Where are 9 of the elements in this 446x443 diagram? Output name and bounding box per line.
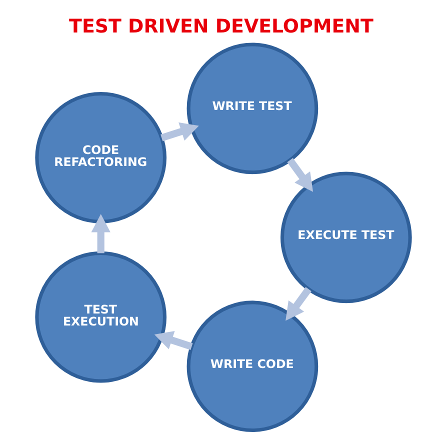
node-circle: TEST EXECUTION [34, 250, 166, 382]
arrow [286, 158, 313, 192]
arrow [154, 330, 192, 350]
arrow [285, 286, 311, 320]
arrow [160, 122, 198, 141]
node-circle: WRITE TEST [186, 42, 318, 174]
arrow [90, 213, 110, 253]
diagram-title: TEST DRIVEN DEVELOPMENT [68, 14, 373, 37]
node-circle: CODE REFACTORING [34, 92, 166, 223]
